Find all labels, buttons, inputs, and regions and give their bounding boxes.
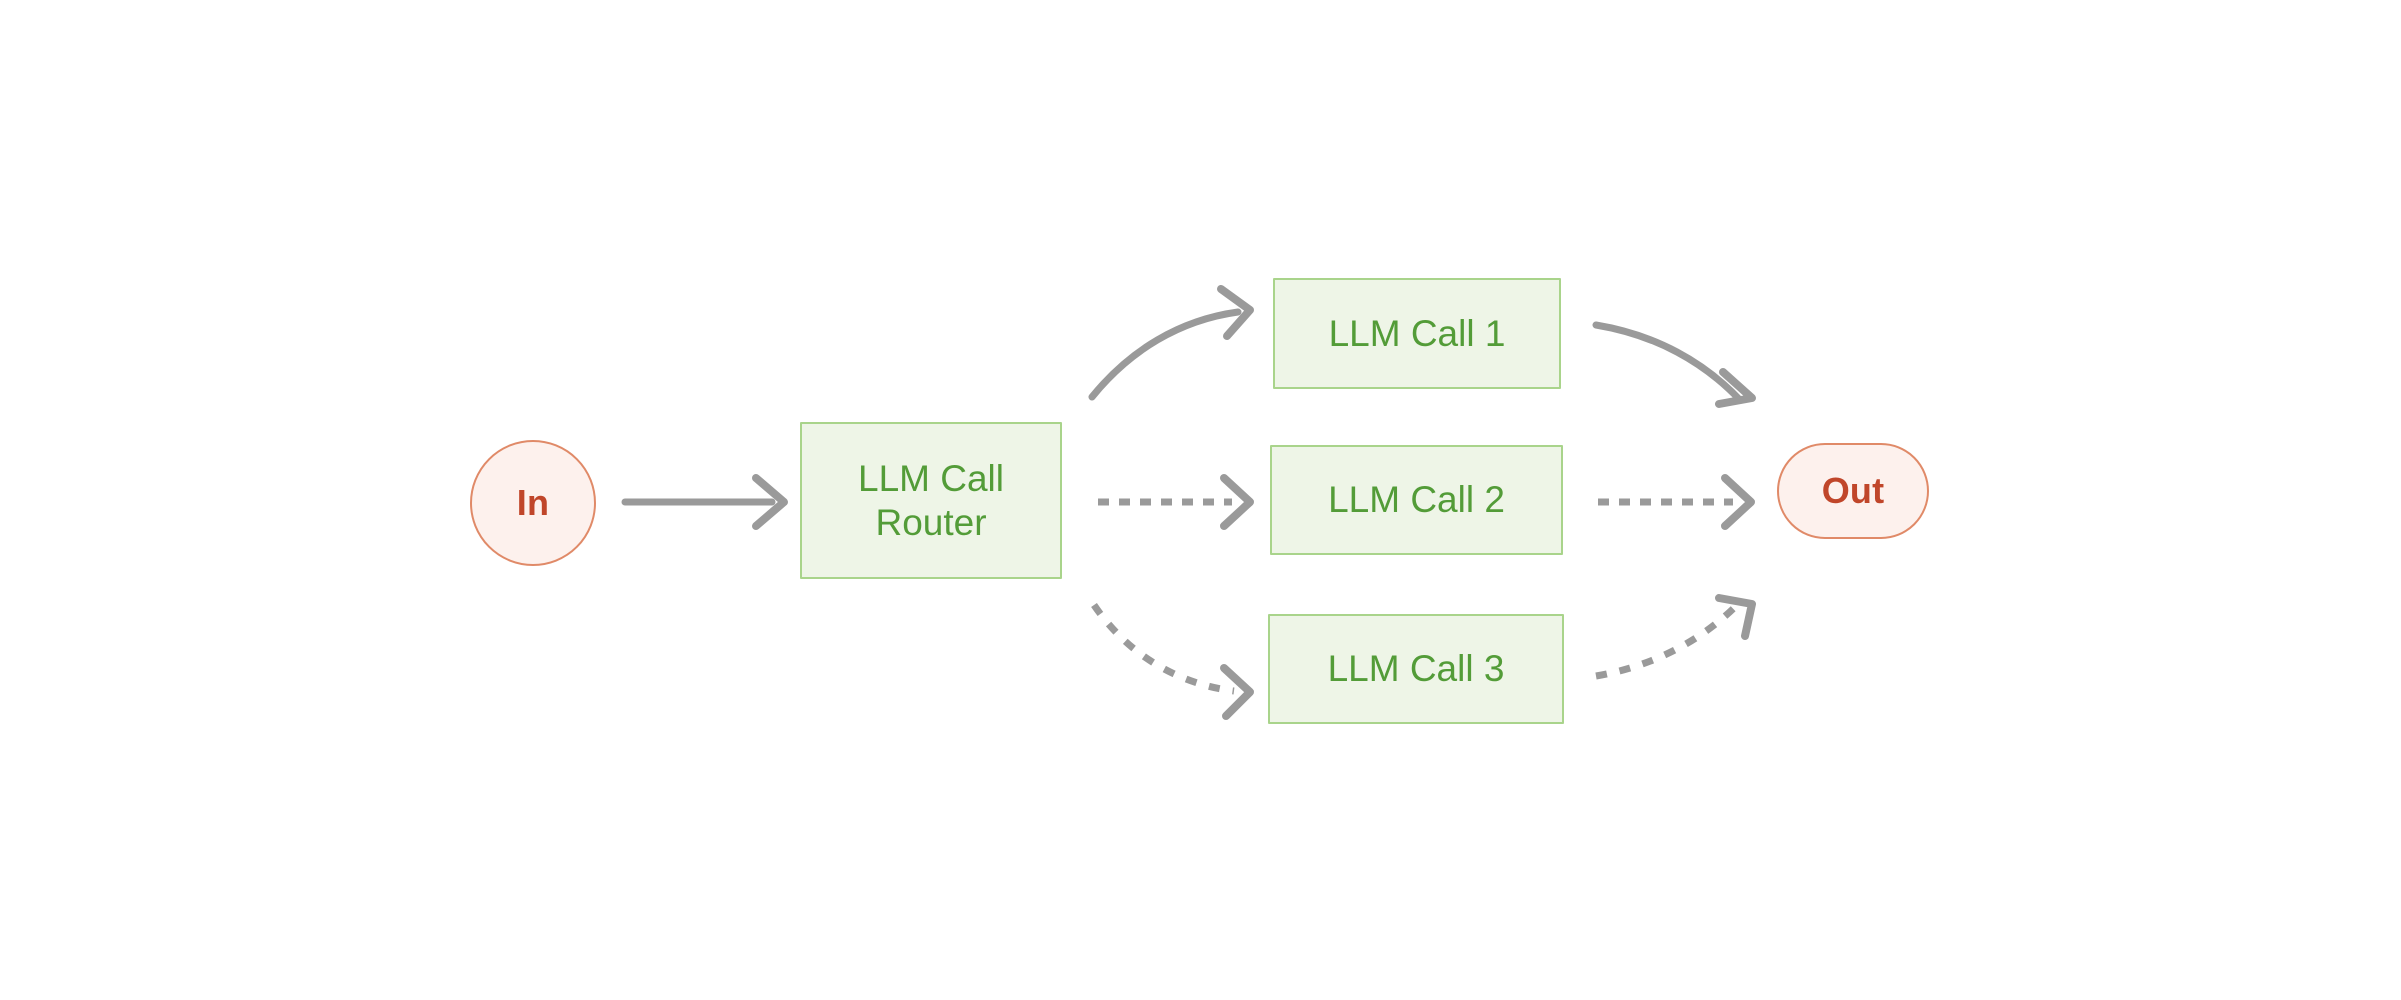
node-llm-call-router-label: LLM Call Router <box>858 457 1004 543</box>
node-llm-call-3[interactable]: LLM Call 3 <box>1268 614 1564 724</box>
node-llm-call-1-label: LLM Call 1 <box>1328 312 1506 354</box>
node-llm-call-router[interactable]: LLM Call Router <box>800 422 1062 579</box>
node-out[interactable]: Out <box>1777 443 1929 539</box>
edge-call1-to-out <box>1592 321 1756 408</box>
node-llm-call-3-label: LLM Call 3 <box>1327 648 1505 690</box>
node-llm-call-1[interactable]: LLM Call 1 <box>1273 278 1561 389</box>
edge-router-to-call1 <box>1088 285 1254 401</box>
edge-router-to-call2 <box>1098 474 1254 530</box>
node-in-label: In <box>516 482 550 523</box>
node-llm-call-2-label: LLM Call 2 <box>1328 479 1505 521</box>
edge-router-to-call3 <box>1091 603 1254 720</box>
node-llm-call-2[interactable]: LLM Call 2 <box>1270 445 1563 555</box>
node-out-label: Out <box>1821 470 1885 511</box>
node-in[interactable]: In <box>470 440 596 566</box>
edge-in-to-router <box>621 474 788 530</box>
edge-call2-to-out <box>1598 474 1755 530</box>
edge-call3-to-out <box>1595 594 1756 680</box>
